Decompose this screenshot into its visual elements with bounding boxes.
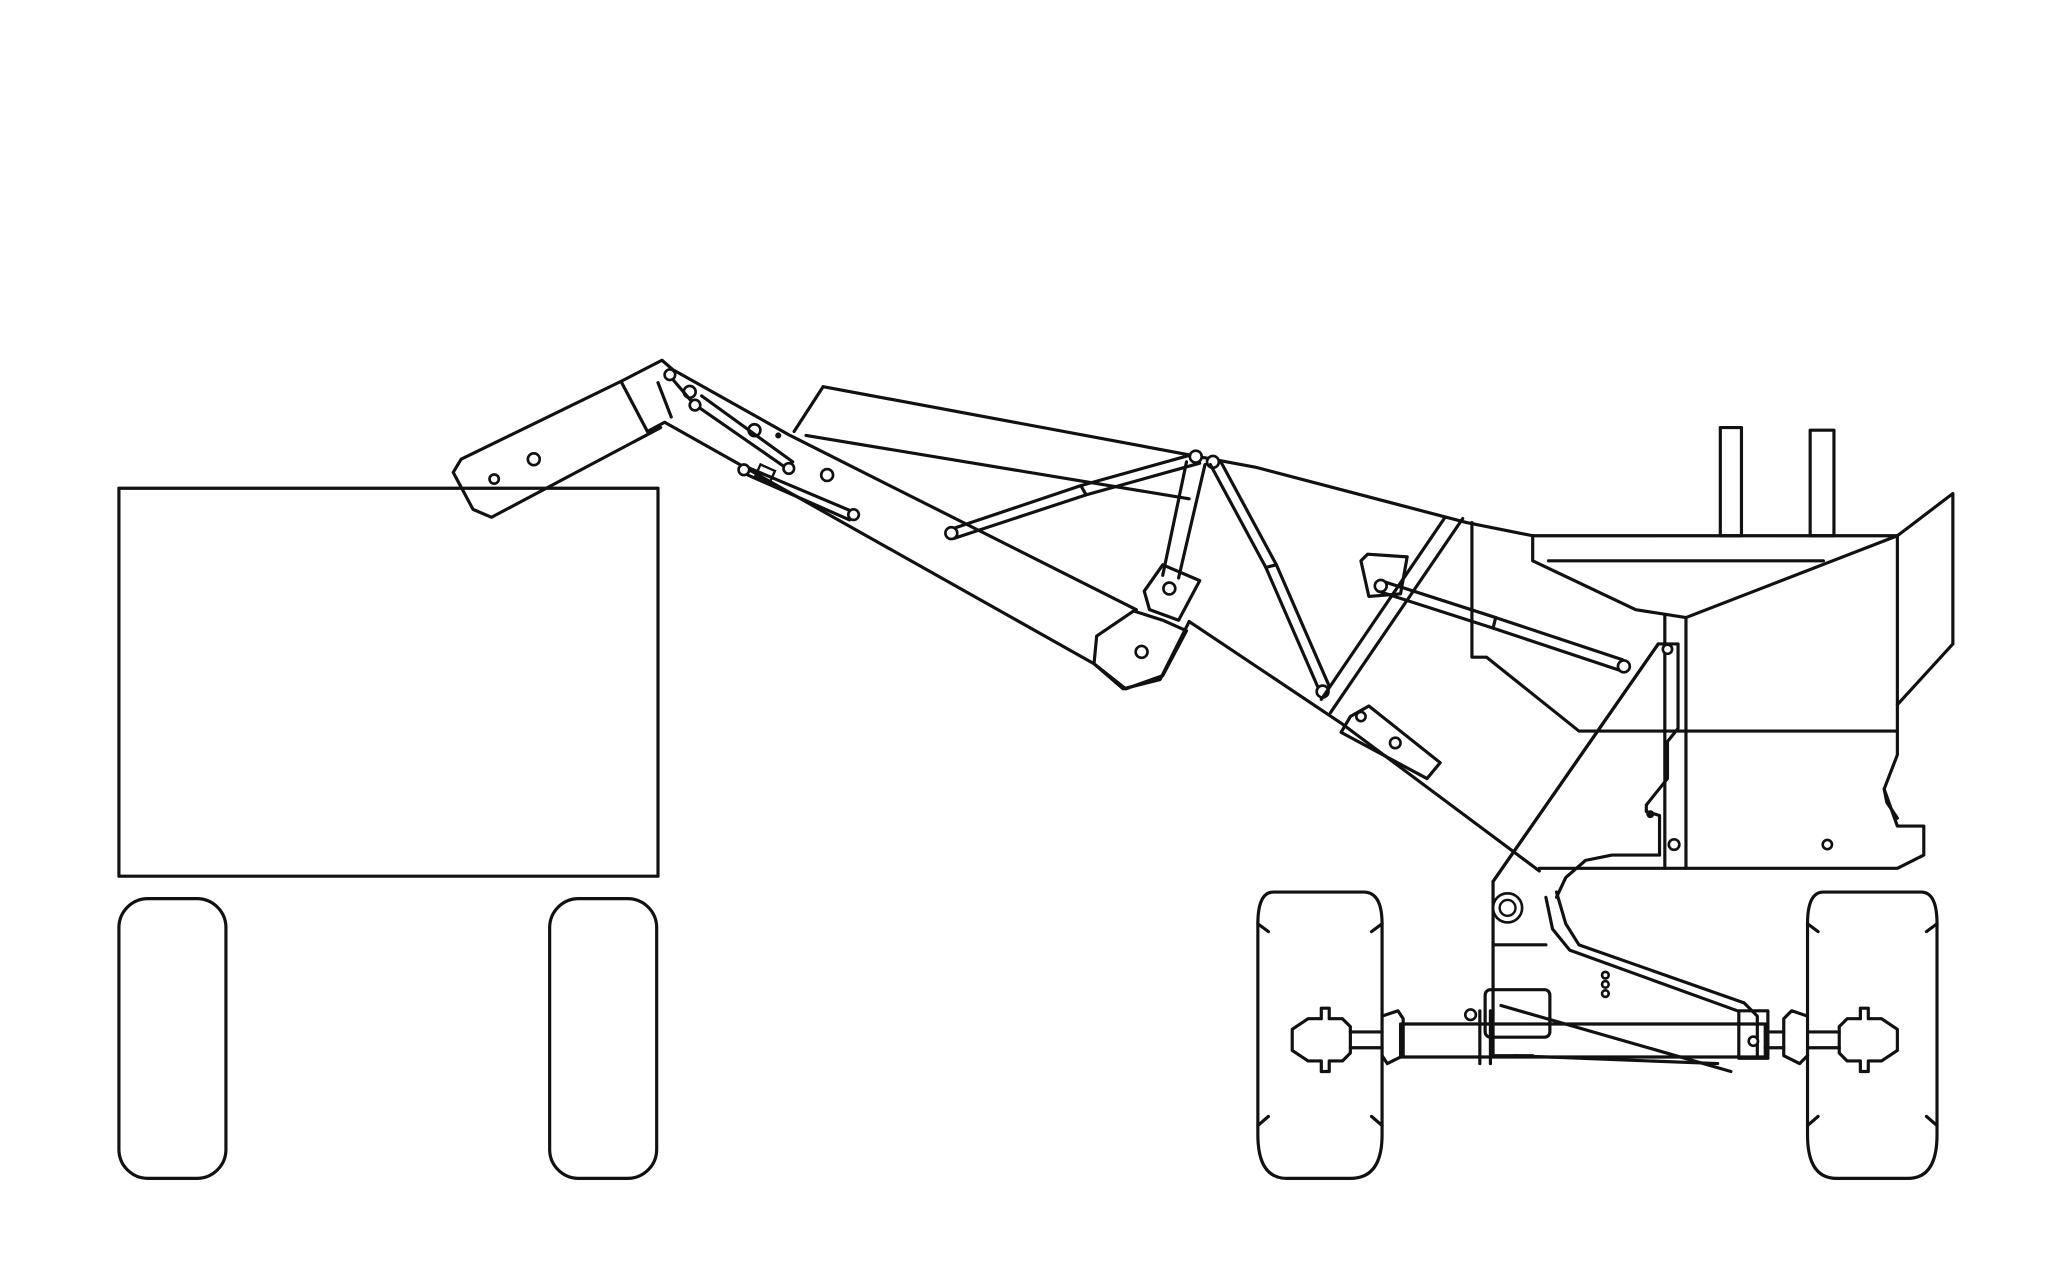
pivot-pin xyxy=(1600,970,1610,980)
exhaust-stack xyxy=(1808,428,1836,538)
hydraulic-cylinder-secondary xyxy=(737,462,861,522)
trailer-wheel-left xyxy=(117,897,228,1180)
trailer xyxy=(117,486,660,1180)
front-wheel-right xyxy=(1763,890,1939,1180)
boom-mount-bracket xyxy=(1359,552,1409,599)
pivot-pin xyxy=(819,467,835,483)
pivot-pin xyxy=(1463,1008,1478,1022)
pivot-pin xyxy=(1821,838,1834,851)
pivot-pin xyxy=(1600,979,1610,990)
mast-frame xyxy=(1491,642,1680,899)
pivot-pin xyxy=(1600,989,1610,999)
pivot-pin xyxy=(488,473,501,485)
boom-assembly xyxy=(451,358,1541,873)
pivot-pin xyxy=(1646,810,1655,819)
front-axle-assembly xyxy=(1256,890,1939,1180)
support-strut xyxy=(1319,517,1446,701)
front-wheel-left xyxy=(1256,890,1405,1180)
boom-inner-arm-top xyxy=(792,385,1535,538)
pivot-pin xyxy=(1667,837,1681,852)
pivot-pin xyxy=(1134,644,1149,660)
wheel-hub xyxy=(1290,1006,1352,1074)
hydraulic-cylinder-body xyxy=(1373,578,1632,674)
front-panel xyxy=(1537,491,1955,870)
trailer-wheel-right xyxy=(548,897,659,1180)
pivot-pin xyxy=(526,451,542,467)
pivot-pin xyxy=(1388,736,1402,750)
wheel-hub xyxy=(1837,1006,1899,1074)
boom-end-bracket xyxy=(451,379,663,519)
pivot-pin xyxy=(1491,892,1524,924)
support-strut xyxy=(1328,517,1465,715)
pivot-pin xyxy=(1354,710,1367,723)
hydraulic-cylinder-lift xyxy=(1208,460,1331,699)
hydraulic-cylinder-main xyxy=(944,452,1202,541)
trailer-box xyxy=(117,486,660,878)
boom-joint-plate xyxy=(1092,609,1189,691)
pivot-pin xyxy=(775,432,782,439)
gearbox-housing xyxy=(1483,988,1552,1039)
boom-mount-plate xyxy=(1339,704,1442,781)
exhaust-stack xyxy=(1718,425,1744,538)
hydraulic-cylinder-tip xyxy=(663,368,796,476)
machine-body xyxy=(1319,425,1955,1058)
pivot-pin xyxy=(1747,1035,1760,1048)
pivot-pin xyxy=(1661,643,1674,656)
boom-inner-arm-bottom xyxy=(1187,619,1541,873)
boom-outer-arm-lower xyxy=(645,420,1191,691)
